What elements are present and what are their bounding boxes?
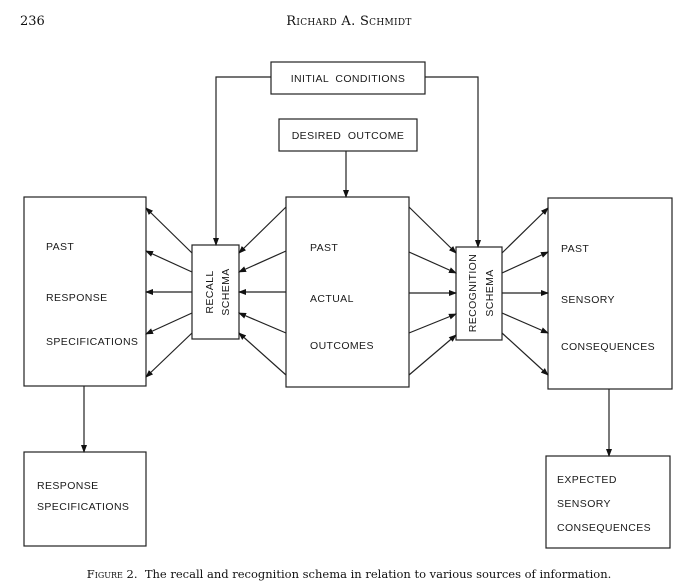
expected-sensory-consequences-label-line3: CONSEQUENCES [557,522,651,534]
past-response-specifications-label-line3: SPECIFICATIONS [46,336,138,348]
desired-outcome-box [278,118,418,152]
outcomes-to-recall-arrow [238,312,287,334]
past-actual-outcomes-label-line2: ACTUAL [310,293,354,305]
recognition-to-consequences-arrow [501,332,549,376]
response-specifications-label-line1: RESPONSE [37,480,99,492]
recall-to-specifications-arrow [145,332,193,378]
recall-schema-label-line2: SCHEMA [220,268,232,315]
outcomes-to-recognition-arrow [408,206,457,254]
past-response-specifications-label-line1: PAST [46,241,74,253]
running-head: Richard A. Schmidt [286,14,412,29]
past-response-specifications-label-line2: RESPONSE [46,292,108,304]
outcomes-to-recall-arrow [238,332,287,376]
past-sensory-consequences-label-line1: PAST [561,243,589,255]
response-specifications-label-line2: SPECIFICATIONS [37,501,129,513]
figure-caption: Figure 2. The recall and recognition sch… [0,567,698,581]
recall-to-specifications-arrow [145,312,193,335]
past-actual-outcomes-label-line1: PAST [310,242,338,254]
recall-schema-label-line1: RECALL [204,270,216,313]
expected-sensory-consequences-label-line2: SENSORY [557,498,611,510]
recognition-to-consequences-arrow [501,251,549,274]
outcomes-to-recognition-arrow [408,334,457,376]
initial-to-recall-connector [213,76,271,246]
outcomes-to-recognition-arrow [408,251,457,274]
recognition-to-consequences-arrow [501,207,549,254]
recall-to-specifications-arrow [145,250,193,273]
outcomes-to-recall-arrow [238,206,287,254]
desired-outcome-label: DESIRED OUTCOME [292,130,405,142]
past-sensory-consequences-label-line3: CONSEQUENCES [561,341,655,353]
recognition-to-consequences-arrow [501,312,549,334]
initial-conditions-box [270,61,426,95]
outcomes-to-recognition-arrow [408,313,457,334]
caption-text: The recall and recognition schema in rel… [144,567,612,581]
recognition-schema-label-line2: SCHEMA [484,269,496,316]
past-sensory-consequences-label-line2: SENSORY [561,294,615,306]
past-actual-outcomes-label-line3: OUTCOMES [310,340,374,352]
initial-conditions-label: INITIAL CONDITIONS [291,73,406,85]
expected-sensory-consequences-label-line1: EXPECTED [557,474,617,486]
recall-to-specifications-arrow [145,207,193,254]
figure-label: Figure 2. [86,567,138,581]
past-actual-outcomes-box [285,196,410,388]
response-specifications-box [23,451,147,547]
page-number: 236 [20,14,45,29]
outcomes-to-recall-arrow [238,250,287,273]
recognition-schema-label-line1: RECOGNITION [467,254,479,333]
initial-to-recognition-connector [425,76,481,248]
